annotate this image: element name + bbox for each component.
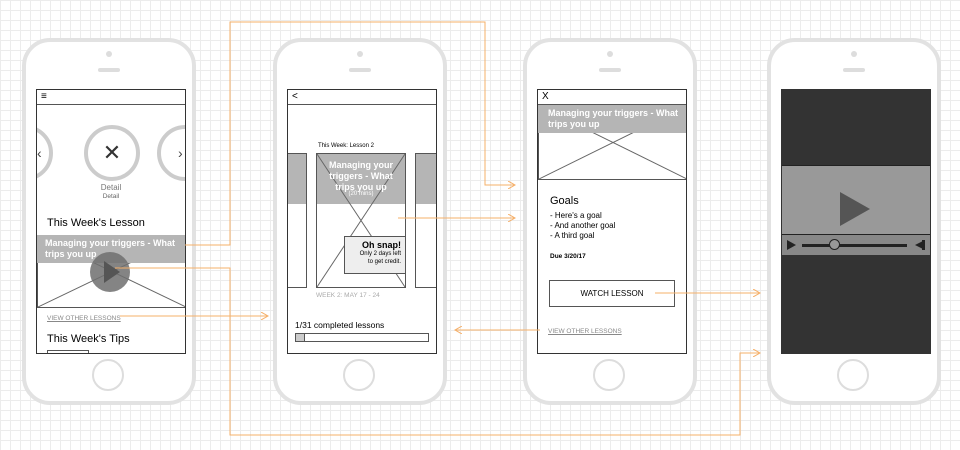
progress-label: 1/31 completed lessons	[295, 320, 385, 330]
camera	[607, 51, 613, 57]
view-other-lessons-link[interactable]: VIEW OTHER LESSONS	[47, 315, 121, 322]
camera	[357, 51, 363, 57]
alert-body: Only 2 days left to get credit.	[359, 251, 401, 265]
goal-item: - A third goal	[550, 231, 595, 240]
back-icon[interactable]: <	[292, 91, 298, 102]
goal-item: - Here's a goal	[550, 211, 602, 220]
play-small-icon[interactable]	[787, 240, 796, 250]
week-label: This Week: Lesson 2	[318, 143, 374, 149]
prev-lesson-card[interactable]	[288, 153, 307, 288]
phone-lesson-detail: X Managing your triggers - What trips yo…	[523, 38, 697, 405]
detail-subtitle: Detail	[102, 193, 120, 200]
lesson-duration: (20 mins)	[348, 191, 374, 197]
volume-icon[interactable]	[913, 240, 925, 250]
home-button[interactable]	[837, 359, 869, 391]
watch-lesson-button[interactable]: WATCH LESSON	[549, 280, 675, 307]
lesson-banner: Managing your triggers - What trips you …	[538, 105, 686, 133]
next-lesson-card[interactable]	[415, 153, 436, 288]
seek-knob[interactable]	[828, 239, 840, 250]
camera	[851, 51, 857, 57]
lesson-detail-screen: X Managing your triggers - What trips yo…	[537, 89, 687, 354]
progress-bar	[295, 333, 429, 342]
deadline-alert: Oh snap! Only 2 days left to get credit.	[344, 236, 406, 274]
camera	[106, 51, 112, 57]
top-bar: ≡	[37, 90, 185, 105]
play-button[interactable]	[90, 252, 130, 292]
progress-fill	[296, 334, 306, 341]
alert-title: Oh snap!	[361, 240, 401, 250]
tip-card[interactable]	[47, 350, 89, 353]
phone-lessons: < This Week: Lesson 2 Managing your trig…	[273, 38, 447, 405]
video-player[interactable]	[782, 165, 930, 255]
speaker	[98, 68, 120, 72]
detail-title: Detail	[100, 183, 122, 192]
chevron-right-icon[interactable]: ›	[178, 145, 183, 161]
play-icon	[104, 261, 120, 283]
home-screen: ≡ ‹ ✕ › Detail Detail This Week's Lesson…	[36, 89, 186, 354]
phone-home: ≡ ‹ ✕ › Detail Detail This Week's Lesson…	[22, 38, 196, 405]
goal-item: - And another goal	[550, 221, 616, 230]
tips-heading: This Week's Tips	[47, 333, 130, 345]
top-bar: X	[538, 90, 686, 105]
home-button[interactable]	[92, 359, 124, 391]
seek-track[interactable]	[802, 244, 907, 247]
close-icon[interactable]: X	[542, 91, 549, 102]
view-other-lessons-link[interactable]: VIEW OTHER LESSONS	[548, 328, 622, 335]
home-button[interactable]	[343, 359, 375, 391]
goals-heading: Goals	[550, 195, 579, 207]
close-x-icon[interactable]: ✕	[84, 125, 140, 181]
video-controls	[782, 234, 930, 255]
top-bar: <	[288, 90, 436, 105]
lesson-card-title: Managing your triggers - What trips you …	[328, 160, 393, 192]
play-icon[interactable]	[840, 192, 870, 226]
week-range: WEEK 2: MAY 17 - 24	[316, 292, 380, 299]
home-button[interactable]	[593, 359, 625, 391]
speaker	[599, 68, 621, 72]
lessons-screen: < This Week: Lesson 2 Managing your trig…	[287, 89, 437, 354]
due-date: Due 3/20/17	[550, 253, 586, 260]
speaker	[843, 68, 865, 72]
phone-video	[767, 38, 941, 405]
hamburger-icon[interactable]: ≡	[41, 91, 47, 102]
video-screen	[781, 89, 931, 354]
goals-list: - Here's a goal - And another goal - A t…	[550, 211, 615, 241]
lesson-heading: This Week's Lesson	[47, 217, 145, 229]
chevron-left-icon[interactable]: ‹	[37, 145, 42, 161]
speaker	[349, 68, 371, 72]
